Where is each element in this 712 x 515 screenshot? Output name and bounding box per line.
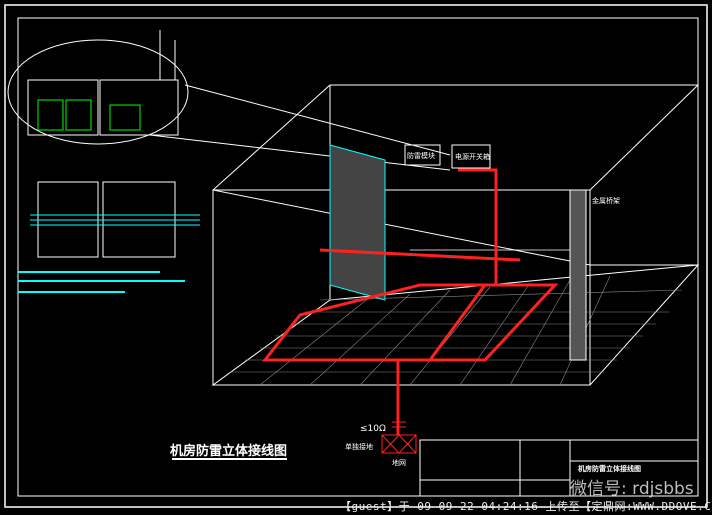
power-switch-box [451, 144, 491, 169]
title-block [419, 439, 699, 497]
label-power-switch-box: 电源开关箱 [455, 153, 490, 161]
leader-line [149, 134, 451, 171]
label-metal-tray: 金属桥架 [592, 197, 620, 205]
drawing-title: 机房防雷立体接线图 [170, 444, 288, 459]
watermark: 微信号: rdjsbbs [570, 479, 694, 499]
hatched-door [329, 144, 386, 301]
outer-frame [4, 4, 708, 508]
floor-grid [230, 275, 683, 386]
detail-boxes [30, 181, 200, 258]
hatched-wall [569, 189, 587, 361]
leader-line [184, 84, 451, 156]
ground-electrode [381, 421, 417, 454]
lightning-module-box [404, 144, 441, 166]
label-lightning-module: 防雷模块 [407, 152, 435, 160]
label-ground-grid: 地网 [392, 459, 406, 467]
label-resistance: ≤10Ω [360, 424, 386, 434]
title-block-name: 机房防雷立体接线图 [578, 465, 641, 473]
cyan-notes [18, 271, 185, 293]
room-box [211, 84, 700, 386]
detail-panel [27, 30, 179, 136]
detail-ellipse [7, 39, 189, 145]
ground-conductor [261, 168, 559, 435]
label-separate-ground: 单独接地 [345, 443, 373, 451]
upload-footer: 【guest】于 09-09-22 04:24:16 上传至【定鼎网:WWW.D… [340, 500, 712, 513]
